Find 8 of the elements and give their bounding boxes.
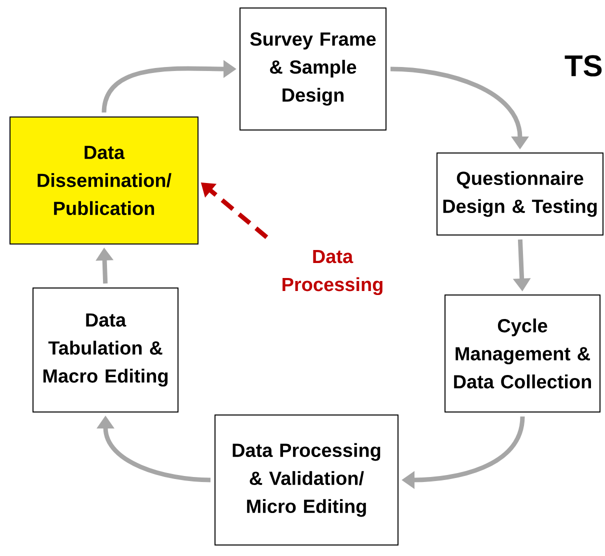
process-box: Data Tabulation & Macro Editing [32,287,178,412]
process-box: Data Processing & Validation/ Micro Editing [214,414,398,546]
process-box: Survey Frame & Sample Design [240,8,386,130]
heading-text: TS [564,55,602,76]
process-box: Questionnaire Design & Testing [436,152,604,236]
process-box: Cycle Management & Data Collection [444,294,600,412]
process-box: Data Dissemination/ Publication [10,116,198,244]
note-text: Data Processing [282,250,382,296]
